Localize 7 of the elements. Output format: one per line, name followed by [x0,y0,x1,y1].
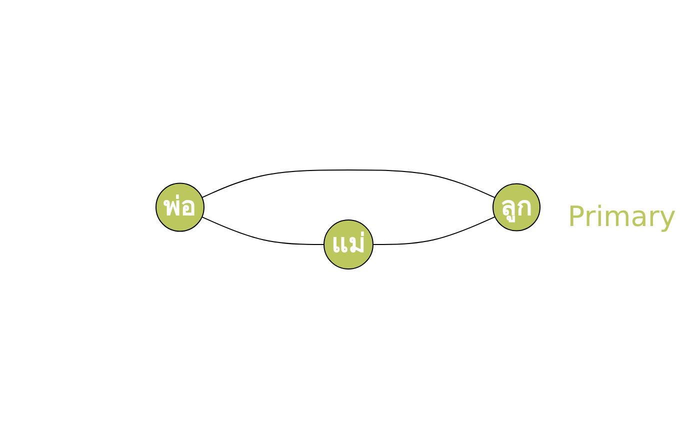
node-circle: แม่ [324,220,374,270]
connector [201,216,324,245]
node-circle: พ่อ [156,182,204,232]
connector [372,216,496,245]
connector [201,170,496,198]
note-text: Primary [568,200,676,233]
node-circle: ลูก [492,183,540,232]
